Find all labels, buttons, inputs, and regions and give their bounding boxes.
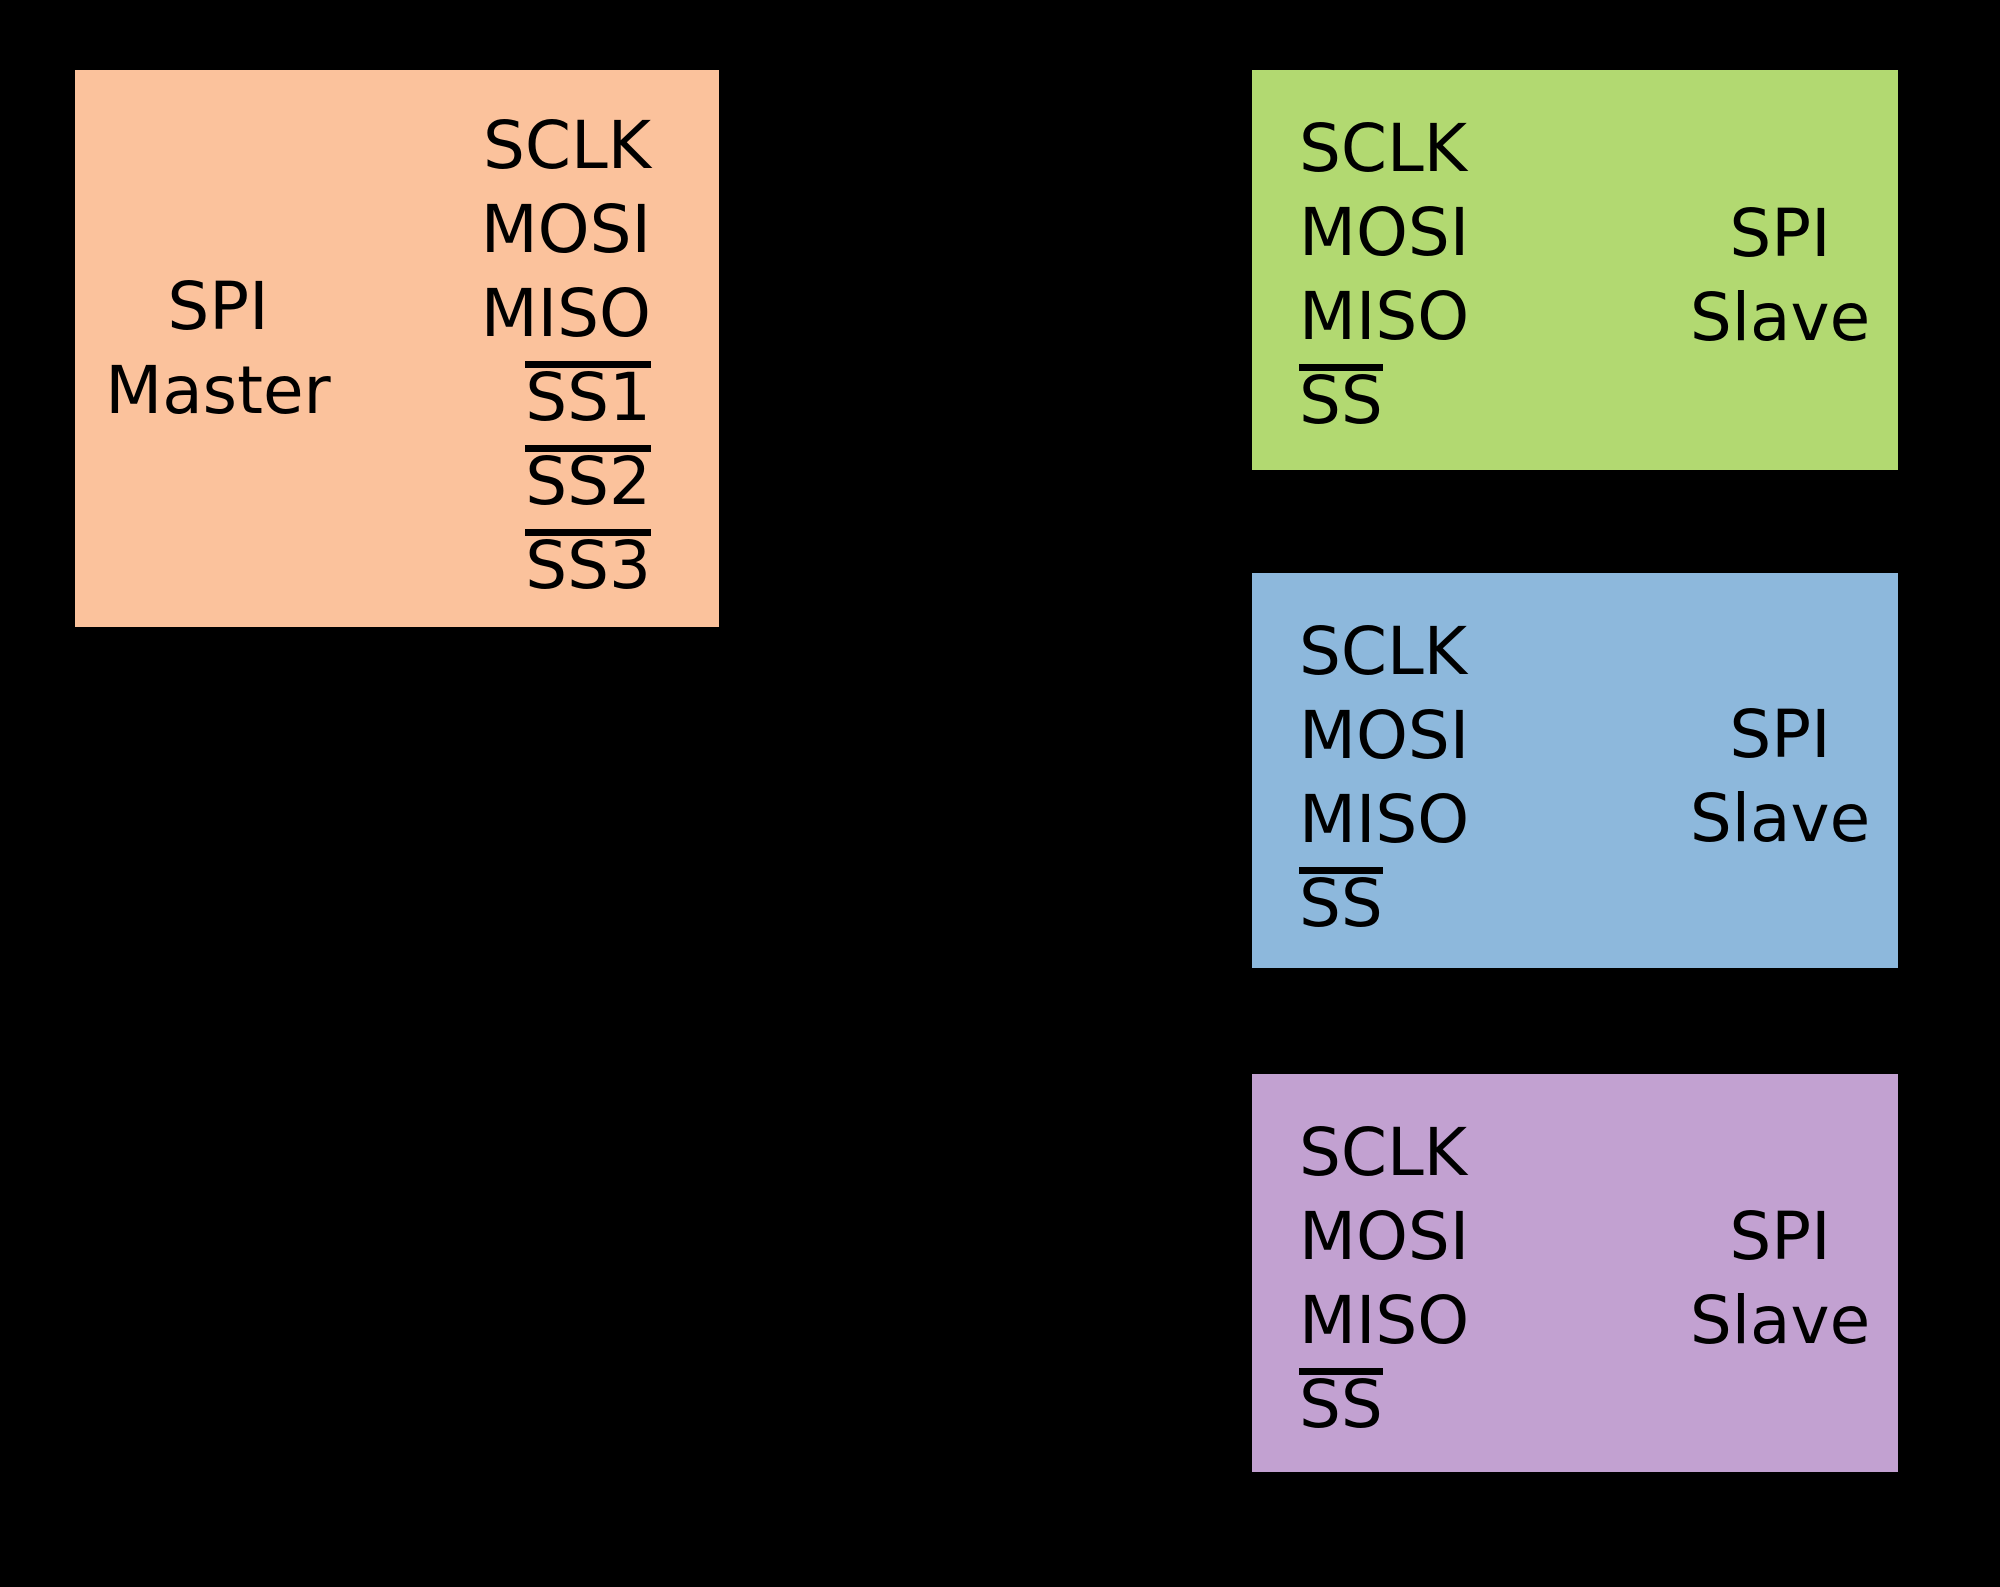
pin-label-overlined: SS3 [525,524,651,608]
slave-pin-mosi: MOSI [1299,191,1469,275]
pin-label: SCLK [1299,613,1468,690]
master-title-line2: Master [105,351,331,429]
pin-label: MISO [1299,1282,1470,1359]
spi-slave-3-box: SCLK MOSI MISO SS SPI Slave [1252,1074,1898,1472]
pin-label: MOSI [480,191,651,268]
pin-label-overlined: SS [1299,862,1383,946]
slave-pin-mosi: MOSI [1299,694,1469,778]
pin-label-overlined: SS2 [525,440,651,524]
master-pin-ss1: SS1 [481,356,651,440]
pin-label: MISO [480,275,651,352]
slave-title-line1: SPI [1729,1198,1831,1275]
master-pins: SCLK MOSI MISO SS1 SS2 SS3 [481,104,651,608]
master-pin-ss3: SS3 [481,524,651,608]
slave-title-line1: SPI [1729,695,1831,773]
slave-2-pins: SCLK MOSI MISO SS [1299,610,1469,946]
slave-1-pins: SCLK MOSI MISO SS [1299,107,1469,443]
spi-master-box: SPI Master SCLK MOSI MISO SS1 SS2 SS3 [75,70,719,627]
master-pin-miso: MISO [481,272,651,356]
slave-pin-miso: MISO [1299,1279,1469,1363]
pin-label: MISO [1299,278,1470,355]
slave-pin-ss: SS [1299,862,1469,946]
slave-title-line2: Slave [1689,279,1871,356]
slave-title-line2: Slave [1689,1282,1871,1359]
slave-3-pins: SCLK MOSI MISO SS [1299,1111,1469,1447]
spi-slave-1-box: SCLK MOSI MISO SS SPI Slave [1252,70,1898,470]
slave-pin-ss: SS [1299,359,1469,443]
master-pin-mosi: MOSI [481,188,651,272]
slave-2-title: SPI Slave [1662,573,1898,968]
pin-label: MOSI [1299,194,1470,271]
master-pin-ss2: SS2 [481,440,651,524]
spi-slave-2-box: SCLK MOSI MISO SS SPI Slave [1252,573,1898,968]
slave-title-line2: Slave [1689,779,1871,857]
pin-label: SCLK [482,107,651,184]
slave-pin-mosi: MOSI [1299,1195,1469,1279]
slave-1-title: SPI Slave [1662,70,1898,470]
pin-label: MISO [1299,781,1470,858]
slave-pin-miso: MISO [1299,778,1469,862]
pin-label-overlined: SS [1299,359,1383,443]
slave-pin-sclk: SCLK [1299,107,1469,191]
slave-pin-miso: MISO [1299,275,1469,359]
master-pin-sclk: SCLK [481,104,651,188]
slave-pin-sclk: SCLK [1299,1111,1469,1195]
pin-label-overlined: SS [1299,1363,1383,1447]
master-title: SPI Master [75,70,361,627]
slave-pin-ss: SS [1299,1363,1469,1447]
slave-pin-sclk: SCLK [1299,610,1469,694]
slave-3-title: SPI Slave [1662,1074,1898,1472]
pin-label: MOSI [1299,697,1470,774]
pin-label: MOSI [1299,1198,1470,1275]
master-title-line1: SPI [167,267,269,345]
pin-label: SCLK [1299,1114,1468,1191]
pin-label-overlined: SS1 [525,356,651,440]
slave-title-line1: SPI [1729,195,1831,272]
pin-label: SCLK [1299,110,1468,187]
